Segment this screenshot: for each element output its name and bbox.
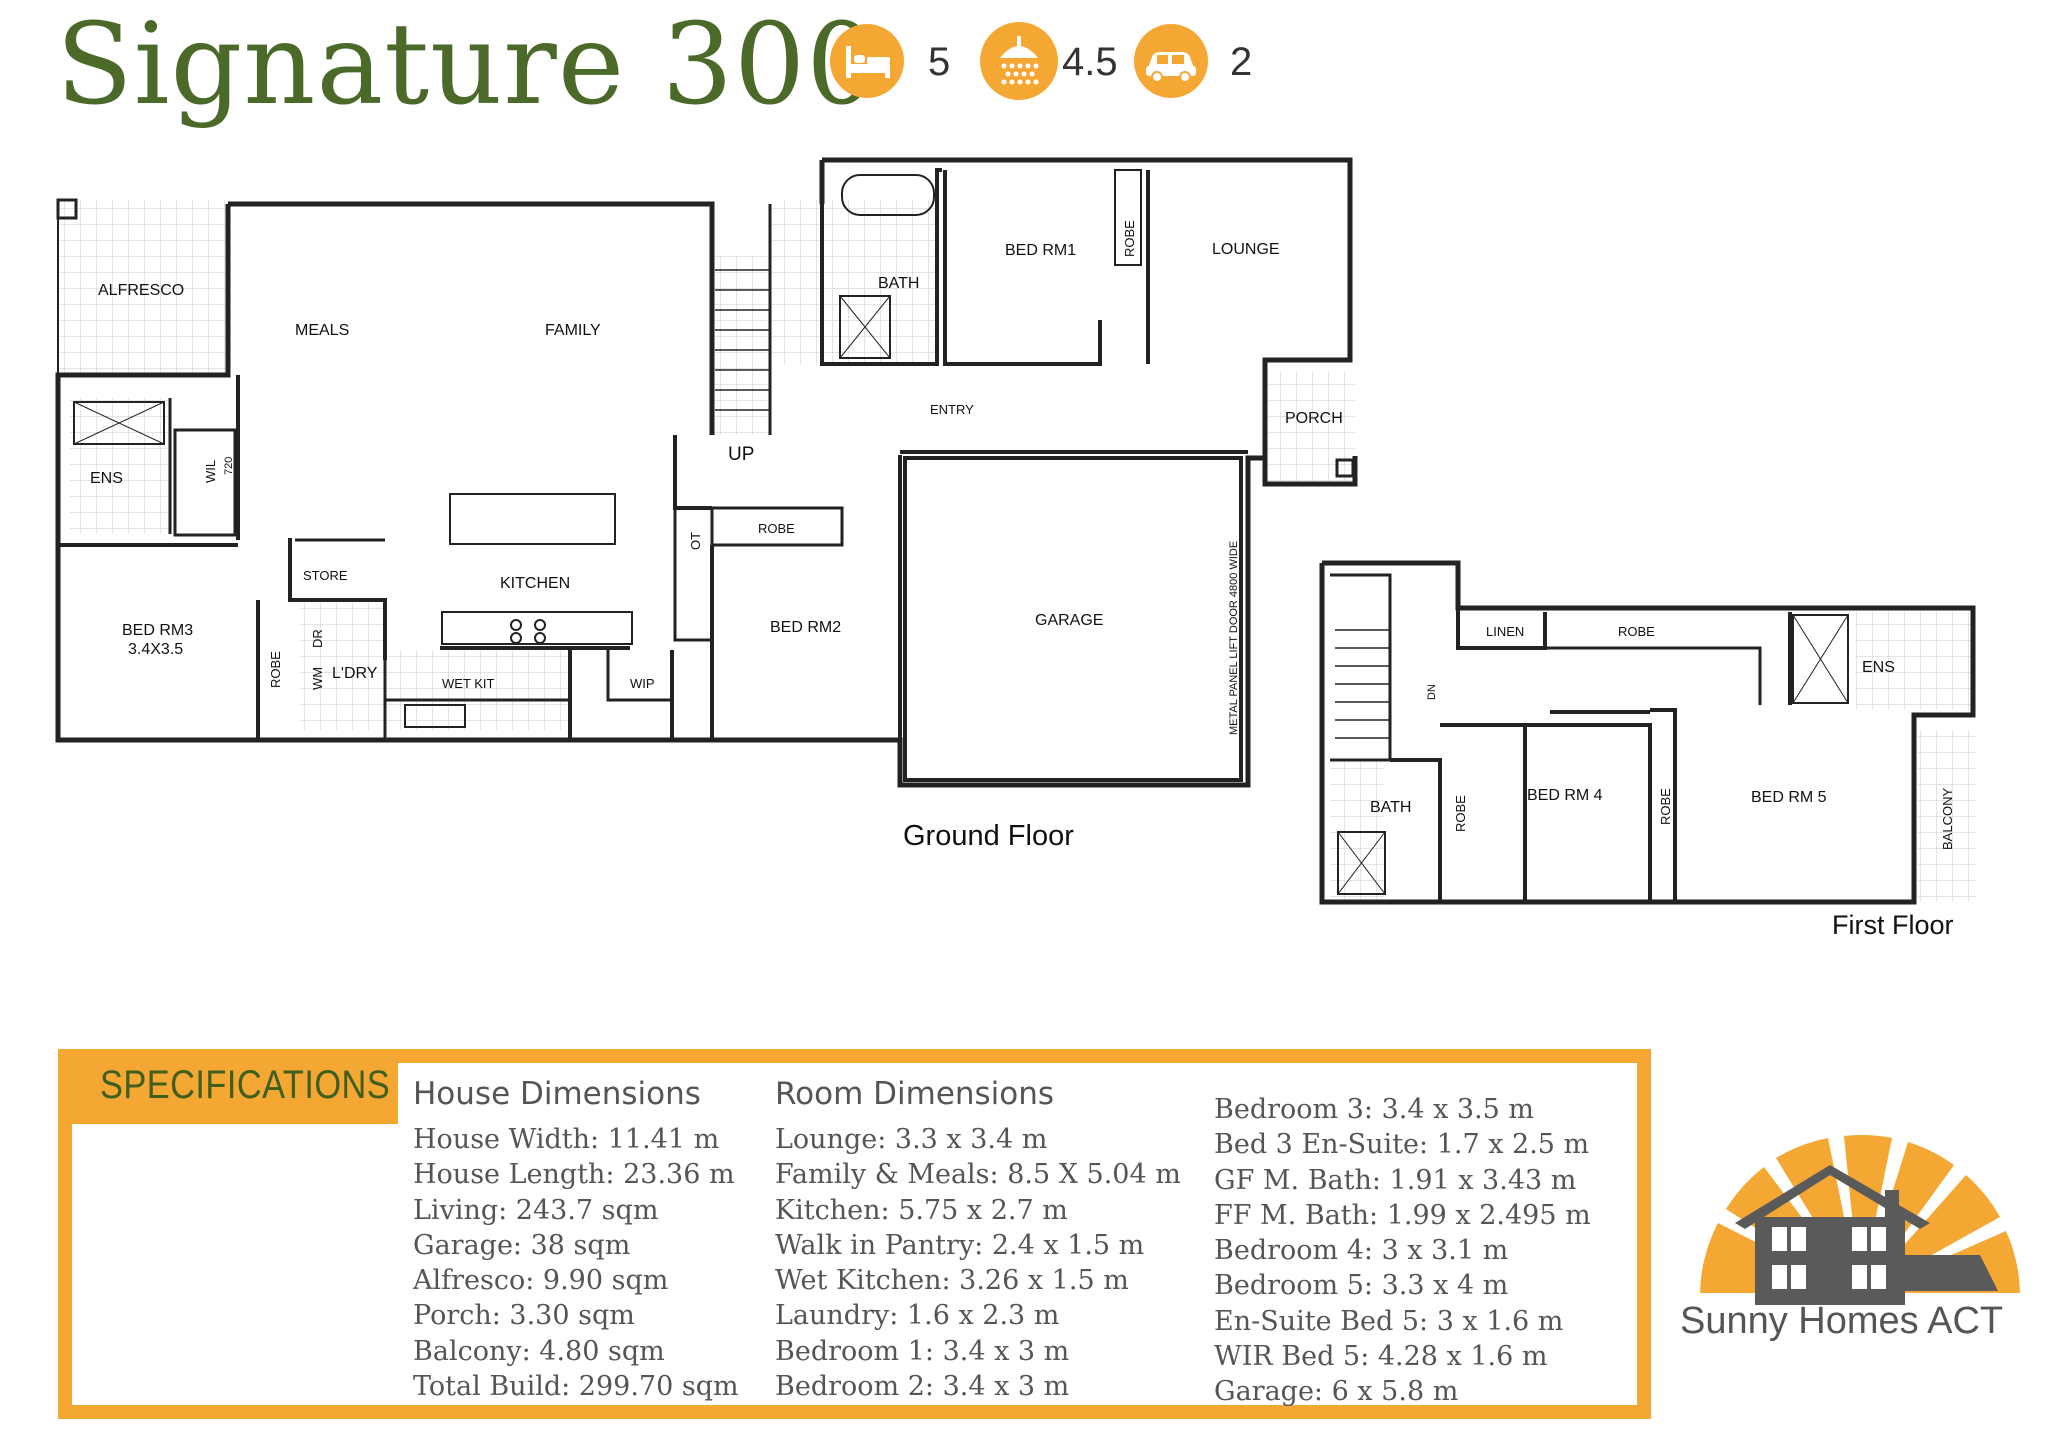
list-item: Balcony: 4.80 sqm xyxy=(413,1335,665,1367)
room-dimensions-list-2: Bedroom 3: 3.4 x 3.5 m Bed 3 En-Suite: 1… xyxy=(1214,1092,1591,1410)
room-label-wip: WIP xyxy=(630,676,655,691)
room-label-garage-door: METAL PANEL LIFT DOOR 4800 WIDE xyxy=(1228,541,1240,735)
sunny-homes-logo xyxy=(1700,1135,2020,1305)
room-label-dn: DN xyxy=(1426,684,1438,700)
list-item: House Width: 11.41 m xyxy=(413,1124,720,1155)
house-dimensions-heading: House Dimensions xyxy=(413,1076,701,1112)
room-label-robe-left: ROBE xyxy=(268,651,283,688)
room-label-wm: WM xyxy=(310,667,325,690)
room-label-ens: ENS xyxy=(90,470,123,487)
list-item: WIR Bed 5: 4.28 x 1.6 m xyxy=(1214,1341,1548,1373)
shower-icon xyxy=(980,22,1058,100)
list-item: Wet Kitchen: 3.26 x 1.5 m xyxy=(775,1265,1129,1297)
room-label-bath-ff: BATH xyxy=(1370,799,1411,816)
room-label-alfresco: ALFRESCO xyxy=(98,282,184,299)
specifications-title: SPECIFICATIONS xyxy=(100,1063,391,1107)
room-label-wil-size: 720 xyxy=(223,457,235,475)
list-item: GF M. Bath: 1.91 x 3.43 m xyxy=(1214,1164,1577,1196)
room-label-store: STORE xyxy=(303,568,348,583)
room-label-porch: PORCH xyxy=(1285,410,1343,427)
house-dimensions-list: House Width: 11.41 m House Length: 23.36… xyxy=(413,1122,739,1404)
list-item: Bedroom 3: 3.4 x 3.5 m xyxy=(1214,1094,1535,1125)
room-label-dr: DR xyxy=(310,629,325,648)
room-label-bath: BATH xyxy=(878,275,919,292)
room-label-ldry: L'DRY xyxy=(332,665,378,682)
room-label-bed-rm1: BED RM1 xyxy=(1005,242,1076,259)
list-item: Laundry: 1.6 x 2.3 m xyxy=(775,1300,1060,1332)
room-label-robe-bed4: ROBE xyxy=(1453,795,1468,832)
list-item: En-Suite Bed 5: 3 x 1.6 m xyxy=(1214,1305,1564,1337)
first-floor-label: First Floor xyxy=(1832,910,1954,940)
list-item: Garage: 6 x 5.8 m xyxy=(1214,1376,1459,1408)
room-label-kitchen: KITCHEN xyxy=(500,575,570,592)
list-item: Walk in Pantry: 2.4 x 1.5 m xyxy=(775,1229,1145,1261)
specifications-tab: SPECIFICATIONS xyxy=(58,1049,398,1124)
bed-icon xyxy=(830,24,904,98)
car-icon xyxy=(1134,24,1208,98)
floor-plan: ALFRESCO MEALS FAMILY ENS WIL 720 BED RM… xyxy=(55,157,1976,905)
room-label-robe-bed1: ROBE xyxy=(1122,220,1137,257)
ground-floor-label: Ground Floor xyxy=(903,820,1074,852)
room-label-bed-rm2: BED RM2 xyxy=(770,619,841,636)
room-label-bed-rm5: BED RM 5 xyxy=(1751,789,1827,806)
page-title: Signature 300 xyxy=(56,0,879,130)
room-label-wet-kit: WET KIT xyxy=(442,676,495,691)
room-label-family: FAMILY xyxy=(545,322,601,339)
list-item: Total Build: 299.70 sqm xyxy=(413,1371,739,1403)
room-label-up: UP xyxy=(728,444,754,465)
room-label-bed-rm4: BED RM 4 xyxy=(1527,787,1603,804)
room-label-entry: ENTRY xyxy=(930,402,974,417)
room-label-garage: GARAGE xyxy=(1035,612,1103,629)
house-icon xyxy=(1735,1165,1998,1305)
list-item: Bed 3 En-Suite: 1.7 x 2.5 m xyxy=(1214,1129,1590,1161)
room-label-lounge: LOUNGE xyxy=(1212,241,1280,258)
room-dimensions-list: Lounge: 3.3 x 3.4 m Family & Meals: 8.5 … xyxy=(775,1122,1181,1404)
room-label-meals: MEALS xyxy=(295,322,349,339)
list-item: Family & Meals: 8.5 X 5.04 m xyxy=(775,1159,1181,1191)
list-item: Bedroom 5: 3.3 x 4 m xyxy=(1214,1270,1509,1302)
garage-count: 2 xyxy=(1230,40,1253,84)
room-label-ens-ff: ENS xyxy=(1862,659,1895,676)
list-item: Kitchen: 5.75 x 2.7 m xyxy=(775,1194,1068,1226)
first-floor-plan xyxy=(1319,560,1976,905)
ground-floor-plan xyxy=(55,157,1358,788)
room-label-ot: OT xyxy=(688,532,703,550)
bedrooms-count: 5 xyxy=(928,40,951,84)
room-label-bed-rm3: BED RM3 xyxy=(122,622,193,639)
list-item: House Length: 23.36 m xyxy=(413,1159,735,1191)
list-item: Bedroom 2: 3.4 x 3 m xyxy=(775,1371,1070,1403)
list-item: Garage: 38 sqm xyxy=(413,1229,631,1261)
bathrooms-count: 4.5 xyxy=(1062,40,1118,84)
list-item: Bedroom 4: 3 x 3.1 m xyxy=(1214,1235,1509,1267)
list-item: Bedroom 1: 3.4 x 3 m xyxy=(775,1335,1070,1367)
list-item: FF M. Bath: 1.99 x 2.495 m xyxy=(1214,1199,1591,1231)
room-dimensions-heading: Room Dimensions xyxy=(775,1076,1055,1112)
room-label-wil: WIL xyxy=(203,460,218,483)
room-label-robe-bed2: ROBE xyxy=(758,521,795,536)
list-item: Lounge: 3.3 x 3.4 m xyxy=(775,1124,1048,1155)
room-label-robe-bed5: ROBE xyxy=(1658,788,1673,825)
list-item: Living: 243.7 sqm xyxy=(413,1194,659,1226)
room-label-balcony: BALCONY xyxy=(1940,788,1955,850)
brand-name: Sunny Homes ACT xyxy=(1680,1300,2004,1342)
room-label-linen: LINEN xyxy=(1486,624,1524,639)
room-label-bed-rm3-size: 3.4X3.5 xyxy=(128,641,183,658)
list-item: Porch: 3.30 sqm xyxy=(413,1300,635,1332)
list-item: Alfresco: 9.90 sqm xyxy=(413,1265,669,1297)
room-label-robe-top: ROBE xyxy=(1618,624,1655,639)
